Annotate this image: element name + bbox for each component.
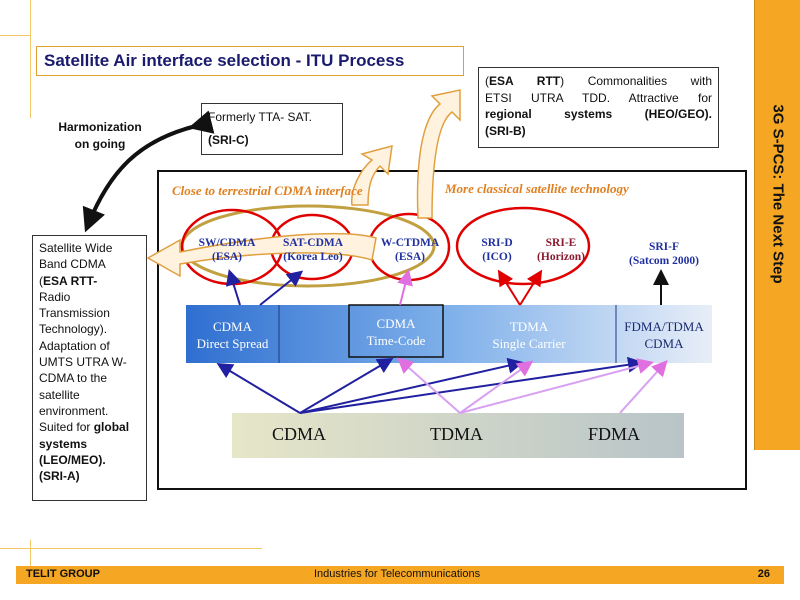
system-name: SAT-CDMA (282, 237, 344, 249)
system-sw-cdma: SW/CDMA (ESA) (186, 236, 268, 264)
sri-b-line: (ESA RTT) Commonalities with (485, 73, 712, 90)
footer-page-number: 26 (757, 568, 770, 580)
system-sri-d: SRI-D (ICO) (466, 236, 528, 264)
tech-line: Single Carrier (492, 336, 566, 351)
side-title-tab: 3G S-PCS: The Next Step (754, 0, 800, 450)
sri-a-line: CDMA to the (39, 371, 108, 386)
system-name: W-CTDMA (380, 237, 440, 249)
system-sub: (Horizon) (537, 251, 585, 263)
sri-a-line: (LEO/MEO). (39, 452, 106, 467)
sri-b-text: ) Commonalities with (560, 74, 712, 88)
sri-c-line1: Formerly TTA- SAT. (208, 110, 313, 124)
tech-line: TDMA (509, 319, 549, 334)
esa-rtt: ESA RTT- (43, 273, 98, 288)
access-arrow (299, 357, 394, 414)
decorative-line (30, 540, 31, 568)
curved-arrow-up (351, 144, 393, 206)
access-arrow (459, 358, 654, 414)
footer-company: TELIT GROUP (26, 568, 100, 580)
sri-a-line: satellite (39, 387, 80, 402)
tech-fdma-tdma-cdma: FDMA/TDMA CDMA (616, 318, 712, 352)
access-arrow (216, 362, 301, 414)
decorative-line (30, 0, 31, 118)
harmonization-arrow (82, 110, 215, 233)
time-code-highlight (348, 304, 444, 358)
system-sub: (ESA) (211, 251, 243, 263)
access-band (232, 413, 684, 458)
sri-a-line: Adaptation of (39, 338, 110, 353)
tech-cdma-direct-spread: CDMA Direct Spread (186, 318, 279, 352)
tech-line: CDMA (212, 319, 252, 334)
sri-a-line: UMTS UTRA W- (39, 355, 127, 370)
technology-band (186, 305, 712, 363)
decorative-line (0, 35, 30, 36)
system-arrow (519, 269, 543, 306)
sri-b-box: (ESA RTT) Commonalities with ETSI UTRA T… (478, 67, 719, 148)
system-sub: (ESA) (394, 251, 426, 263)
sri-a-box: Satellite Wide Band CDMA (ESA RTT- Radio… (32, 235, 147, 501)
paren: ( (485, 74, 489, 88)
heading-terrestrial-cdma: Close to terrestrial CDMA interface (172, 183, 363, 198)
sri-a-line: Band CDMA (39, 257, 106, 272)
system-name: SRI-F (648, 241, 680, 253)
tech-line: FDMA/TDMA (624, 319, 704, 334)
esa-rtt: ESA RTT (489, 74, 561, 88)
tech-cdma-time-code: CDMA Time-Code (349, 315, 443, 349)
system-ellipse (455, 206, 591, 286)
sri-c-line2: (SRI-C) (208, 133, 249, 147)
access-fdma: FDMA (588, 424, 641, 444)
system-name: SRI-E (545, 237, 577, 249)
sri-c-box: Formerly TTA- SAT. (SRI-C) (201, 103, 343, 155)
sri-a-line: Suited for global (39, 419, 140, 435)
tech-tdma-single-carrier: TDMA Single Carrier (470, 318, 588, 352)
sri-a-line: (ESA RTT- (39, 273, 140, 289)
page-title: Satellite Air interface selection - ITU … (36, 46, 464, 76)
heading-classical-satellite: More classical satellite technology (445, 181, 629, 196)
system-name: SW/CDMA (198, 237, 256, 249)
global-word: global (93, 420, 130, 435)
tech-line: CDMA (644, 336, 684, 351)
sri-a-line: (SRI-A) (39, 469, 80, 484)
access-arrow (299, 356, 644, 414)
footer-tagline: Industries for Telecommunications (314, 568, 481, 580)
system-w-ctdma: W-CTDMA (ESA) (372, 236, 448, 264)
access-cdma: CDMA (272, 424, 327, 444)
paren: ( (39, 273, 43, 288)
system-arrow (225, 269, 242, 306)
tech-line: CDMA (376, 316, 416, 331)
wide-left-arrow (146, 232, 377, 278)
system-sub: (Korea Leo) (283, 251, 343, 263)
system-arrow (497, 269, 521, 306)
curved-arrow-up (416, 89, 461, 219)
system-sri-e: SRI-E (Horizon) (528, 236, 594, 264)
sri-b-line: regional systems (HEO/GEO). (485, 107, 712, 121)
sri-a-line: Technology). (39, 322, 108, 337)
sri-a-text: Suited for (39, 420, 94, 435)
access-arrow (299, 357, 524, 414)
tech-line: Direct Spread (196, 336, 269, 351)
system-arrow (259, 270, 304, 306)
sri-a-line: environment. (39, 403, 109, 418)
access-arrow (397, 357, 461, 414)
sri-a-line: Satellite Wide (39, 241, 113, 255)
system-sub: (Satcom 2000) (629, 255, 699, 267)
system-arrow (397, 269, 413, 306)
access-arrow (619, 360, 668, 414)
access-arrow (459, 360, 534, 414)
system-name: SRI-D (481, 237, 513, 249)
decorative-line (0, 548, 262, 549)
access-tdma: TDMA (430, 424, 483, 444)
footer-bar: TELIT GROUP Industries for Telecommunica… (16, 566, 784, 584)
sri-a-line: systems (39, 436, 88, 451)
sri-a-line: Radio (39, 289, 71, 304)
sri-b-line: (SRI-B) (485, 123, 526, 138)
sri-a-line: Transmission (39, 306, 110, 321)
sri-b-line: ETSI UTRA TDD. Attractive for (485, 90, 712, 105)
tech-line: Time-Code (366, 333, 426, 348)
system-sat-cdma: SAT-CDMA (Korea Leo) (272, 236, 354, 264)
system-sri-f: SRI-F (Satcom 2000) (618, 240, 710, 268)
system-sub: (ICO) (482, 251, 512, 263)
